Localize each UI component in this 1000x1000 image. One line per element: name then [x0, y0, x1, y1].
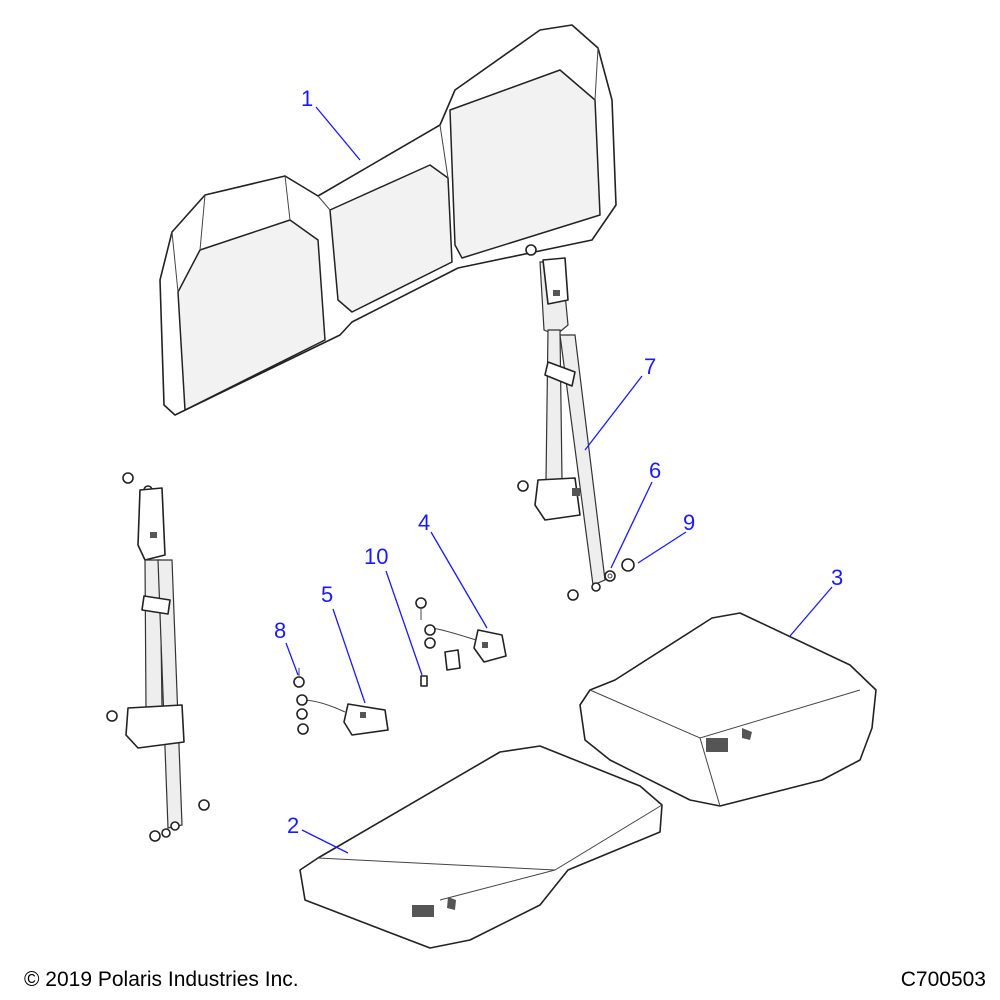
seat-back[interactable]: [159, 24, 617, 416]
callout-7: 7: [644, 354, 656, 379]
callout-labels: 1 2 3 4 5 6 7 8 9 10: [274, 86, 843, 838]
callout-9: 9: [683, 510, 695, 535]
callout-2: 2: [287, 813, 299, 838]
bolt-right[interactable]: [567, 589, 579, 601]
seat-bottom-left[interactable]: [299, 745, 663, 949]
leader-9: [637, 531, 687, 564]
leader-6: [610, 481, 653, 569]
callout-1: 1: [301, 86, 313, 111]
callout-3: 3: [831, 565, 843, 590]
leader-10: [385, 570, 423, 676]
seat-bottom-right[interactable]: [579, 612, 877, 807]
callout-5: 5: [321, 582, 333, 607]
seat-belt-buckle[interactable]: [296, 694, 389, 736]
callout-10: 10: [364, 544, 388, 569]
callout-8: 8: [274, 618, 286, 643]
callout-4: 4: [418, 510, 430, 535]
leader-2: [301, 829, 349, 854]
leader-1: [315, 106, 361, 161]
leader-lines: [285, 106, 833, 854]
leader-5: [332, 608, 366, 704]
leader-7: [584, 375, 643, 451]
seat-belt-buckle-harness[interactable]: [424, 624, 507, 671]
bolt-part-8[interactable]: [293, 668, 305, 688]
leader-4: [430, 531, 488, 629]
washer-part-6[interactable]: [604, 570, 616, 582]
callout-6: 6: [649, 458, 661, 483]
bolt-part-10[interactable]: [415, 597, 428, 687]
copyright-notice: © 2019 Polaris Industries Inc.: [24, 968, 299, 991]
leader-8: [285, 642, 299, 676]
seat-belt-right[interactable]: [517, 244, 606, 592]
seat-belt-left[interactable]: [106, 472, 210, 842]
leader-3: [789, 586, 833, 637]
nut-part-9[interactable]: [621, 558, 635, 572]
drawing-number: C700503: [900, 968, 986, 991]
